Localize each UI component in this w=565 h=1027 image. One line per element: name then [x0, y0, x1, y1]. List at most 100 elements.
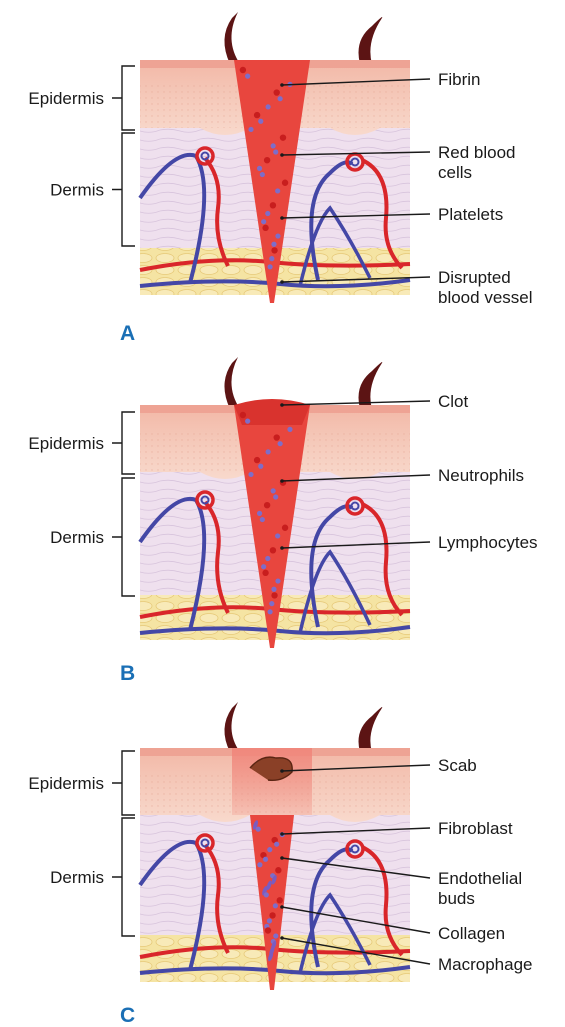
platelet-cell	[248, 472, 253, 477]
layer-bracket	[112, 412, 135, 474]
platelet-cell	[268, 609, 273, 614]
red-blood-cell	[280, 134, 286, 140]
callout-dot	[280, 546, 284, 550]
red-blood-cell	[269, 912, 275, 918]
callout-dot	[280, 83, 284, 87]
layer-bracket	[112, 751, 135, 815]
callout-label-line: Endothelial	[438, 869, 522, 888]
callout-label: Macrophage	[438, 955, 533, 974]
red-blood-cell	[270, 547, 276, 553]
red-blood-cell	[271, 247, 277, 253]
platelet-cell	[256, 827, 261, 832]
platelet-cell	[271, 488, 276, 493]
red-blood-cell	[271, 592, 277, 598]
red-blood-cell	[275, 867, 281, 873]
red-blood-cell	[262, 570, 268, 576]
callout-label: Red bloodcells	[438, 143, 516, 182]
callout-label-line: Clot	[438, 392, 469, 411]
panel-letter: C	[120, 1004, 135, 1027]
callout-label-line: Fibroblast	[438, 819, 513, 838]
platelet-cell	[271, 587, 276, 592]
layer-bracket	[112, 133, 135, 246]
platelet-cell	[287, 427, 292, 432]
callout-dot	[280, 832, 284, 836]
hair-shaft	[224, 357, 240, 409]
red-blood-cell	[264, 157, 270, 163]
platelet-cell	[274, 842, 279, 847]
platelet-cell	[269, 601, 274, 606]
callout-label-line: Lymphocytes	[438, 533, 538, 552]
platelet-cell	[258, 464, 263, 469]
callout-label-line: Neutrophils	[438, 466, 524, 485]
callout-label: Clot	[438, 392, 469, 411]
red-blood-cell	[254, 457, 260, 463]
callout-label-line: Platelets	[438, 205, 503, 224]
platelet-cell	[273, 903, 278, 908]
callout-dot	[280, 905, 284, 909]
platelet-cell	[278, 96, 283, 101]
platelet-cell	[268, 264, 273, 269]
red-blood-cell	[265, 927, 271, 933]
epidermis-label: Epidermis	[28, 434, 104, 453]
platelet-cell	[261, 564, 266, 569]
dermis-label: Dermis	[50, 868, 104, 887]
callout-label-line: Macrophage	[438, 955, 533, 974]
callout-dot	[280, 769, 284, 773]
callout-label: Lymphocytes	[438, 533, 538, 552]
callout-label-line: Fibrin	[438, 70, 481, 89]
panel-letter: A	[120, 322, 135, 345]
layer-bracket	[112, 478, 135, 596]
epidermis-label: Epidermis	[28, 774, 104, 793]
hair-shaft	[359, 17, 383, 64]
platelet-cell	[245, 419, 250, 424]
callout-label: Neutrophils	[438, 466, 524, 485]
red-blood-cell	[282, 525, 288, 531]
platelet-cell	[261, 219, 266, 224]
platelet-cell	[257, 166, 262, 171]
callout-label-line: blood vessel	[438, 288, 533, 307]
callout-dot	[280, 856, 284, 860]
platelet-cell	[263, 857, 268, 862]
callout-label: Disruptedblood vessel	[438, 268, 533, 307]
platelet-cell	[271, 143, 276, 148]
callout-label-line: Collagen	[438, 924, 505, 943]
platelet-cell	[275, 188, 280, 193]
callout-leader	[282, 401, 430, 405]
callout-label: Collagen	[438, 924, 505, 943]
dermis-label: Dermis	[50, 181, 104, 200]
callout-dot	[280, 280, 284, 284]
callout-label-line: cells	[438, 163, 472, 182]
platelet-cell	[273, 933, 278, 938]
red-blood-cell	[274, 434, 280, 440]
platelet-cell	[260, 172, 265, 177]
platelet-cell	[275, 533, 280, 538]
epidermis-label: Epidermis	[28, 89, 104, 108]
callout-dot	[280, 403, 284, 407]
callout-label-line: Scab	[438, 756, 477, 775]
callout-label-line: buds	[438, 889, 475, 908]
platelet-cell	[265, 556, 270, 561]
red-blood-cell	[282, 180, 288, 186]
platelet-cell	[245, 74, 250, 79]
panel-b: EpidermisDermisClotNeutrophilsLymphocyte…	[28, 357, 537, 685]
red-blood-cell	[277, 897, 283, 903]
red-blood-cell	[240, 67, 246, 73]
platelet-cell	[267, 847, 272, 852]
red-blood-cell	[262, 225, 268, 231]
hair-shaft	[224, 12, 240, 64]
platelet-cell	[265, 211, 270, 216]
platelet-cell	[269, 256, 274, 261]
layer-bracket	[112, 818, 135, 936]
callout-dot	[280, 216, 284, 220]
platelet-cell	[267, 918, 272, 923]
platelet-cell	[278, 441, 283, 446]
callout-label: Fibrin	[438, 70, 481, 89]
callout-label: Scab	[438, 756, 477, 775]
layer-bracket	[112, 66, 135, 130]
platelet-cell	[266, 449, 271, 454]
hair-shaft	[224, 702, 240, 752]
callout-label-line: Red blood	[438, 143, 516, 162]
callout-dot	[280, 936, 284, 940]
